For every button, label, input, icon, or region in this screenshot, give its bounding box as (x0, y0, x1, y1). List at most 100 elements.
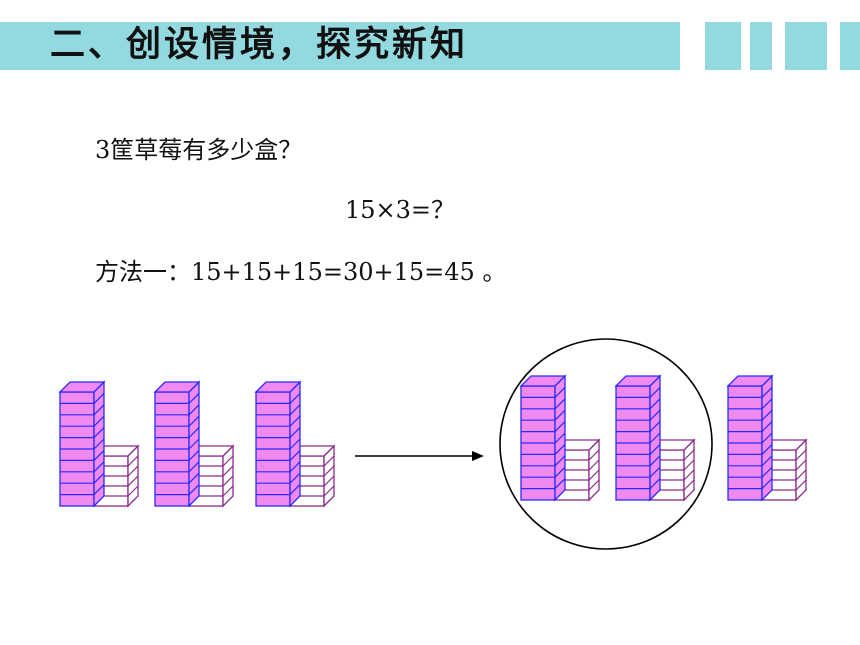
box-divider (588, 469, 600, 481)
box-divider (761, 398, 773, 410)
box-divider (588, 459, 600, 471)
box-divider (188, 449, 200, 461)
box-divider (554, 398, 566, 410)
arrow-head (472, 451, 484, 461)
box-divider (93, 484, 105, 496)
box-divider (554, 409, 566, 421)
box-divider (289, 404, 301, 416)
tall-box-column (254, 380, 302, 508)
box-stack (519, 374, 601, 502)
box-divider (761, 478, 773, 490)
box-divider (554, 432, 566, 444)
box-divider (683, 459, 695, 471)
box-divider (649, 409, 661, 421)
box-divider (222, 455, 234, 467)
box-divider (323, 485, 335, 497)
box-stack (153, 380, 235, 508)
column-top-face (726, 375, 774, 387)
box-divider (649, 443, 661, 455)
box-divider (188, 427, 200, 439)
box-divider (93, 392, 105, 404)
column-top-face (519, 375, 567, 387)
box-divider (93, 427, 105, 439)
method-one-text: 方法一：15+15+15=30+15=45 。 (95, 258, 507, 286)
box-divider (761, 409, 773, 421)
box-divider (683, 449, 695, 461)
box-divider (761, 466, 773, 478)
title-decoration-block (785, 22, 827, 70)
box-divider (188, 438, 200, 450)
tall-box-column (726, 374, 774, 502)
box-divider (127, 455, 139, 467)
box-divider (289, 415, 301, 427)
title-decoration-block (750, 22, 772, 70)
box-divider (795, 469, 807, 481)
box-divider (188, 415, 200, 427)
column-top-face (58, 381, 106, 393)
box-divider (649, 466, 661, 478)
box-divider (588, 449, 600, 461)
box-divider (127, 465, 139, 477)
box-divider (289, 461, 301, 473)
box-divider (588, 479, 600, 491)
title-bar (0, 22, 680, 70)
tall-box-column (153, 380, 201, 508)
box-divider (554, 443, 566, 455)
box-divider (289, 484, 301, 496)
box-divider (188, 404, 200, 416)
box-divider (649, 398, 661, 410)
box-divider (795, 479, 807, 491)
box-divider (289, 427, 301, 439)
box-divider (554, 386, 566, 398)
box-divider (127, 485, 139, 497)
box-divider (683, 469, 695, 481)
box-divider (649, 478, 661, 490)
circle-highlight (499, 338, 713, 550)
box-divider (93, 415, 105, 427)
box-divider (93, 461, 105, 473)
box-divider (649, 421, 661, 433)
box-divider (289, 392, 301, 404)
box-divider (188, 484, 200, 496)
box-divider (188, 461, 200, 473)
box-stack (254, 380, 336, 508)
box-divider (554, 478, 566, 490)
box-divider (554, 455, 566, 467)
title-decoration-block (840, 22, 860, 70)
box-stack (58, 380, 140, 508)
title-decoration-block (705, 22, 741, 70)
box-divider (649, 386, 661, 398)
box-divider (761, 443, 773, 455)
box-divider (683, 479, 695, 491)
box-divider (761, 432, 773, 444)
box-divider (93, 449, 105, 461)
box-stack (726, 374, 808, 502)
column-top-face (254, 381, 302, 393)
box-divider (795, 449, 807, 461)
box-divider (222, 475, 234, 487)
box-stack (614, 374, 696, 502)
box-divider (93, 472, 105, 484)
column-top-face (614, 375, 662, 387)
tall-box-column (519, 374, 567, 502)
column-top-face (153, 381, 201, 393)
page-title: 二、创设情境，探究新知 (50, 25, 469, 65)
box-divider (323, 455, 335, 467)
box-divider (649, 455, 661, 467)
box-divider (761, 421, 773, 433)
box-divider (93, 404, 105, 416)
tall-box-column (58, 380, 106, 508)
box-divider (649, 432, 661, 444)
box-divider (323, 465, 335, 477)
box-divider (761, 386, 773, 398)
box-divider (188, 392, 200, 404)
question-text: 3筐草莓有多少盒？ (95, 136, 303, 164)
box-divider (289, 438, 301, 450)
box-divider (554, 466, 566, 478)
box-divider (795, 459, 807, 471)
box-divider (222, 485, 234, 497)
box-divider (289, 472, 301, 484)
box-divider (93, 438, 105, 450)
box-divider (127, 475, 139, 487)
